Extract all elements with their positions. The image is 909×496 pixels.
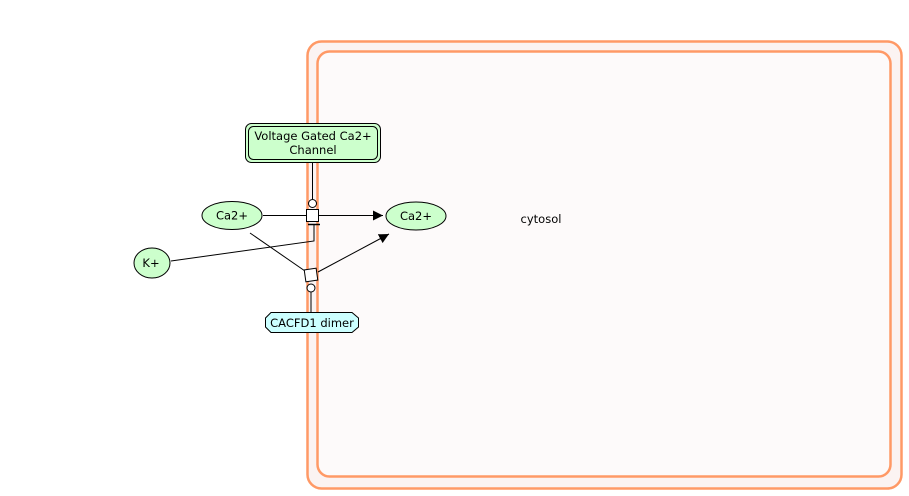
edge-k-inhibition[interactable] bbox=[170, 225, 315, 262]
edge-process-2-to-ca-right[interactable] bbox=[317, 233, 390, 273]
node-label: Ca2+ bbox=[216, 209, 248, 223]
node-ca-left[interactable]: Ca2+ bbox=[201, 201, 263, 230]
catalysis-circle-2 bbox=[306, 283, 316, 293]
node-label: Ca2+ bbox=[400, 209, 432, 223]
node-voltage-gated-ca-channel[interactable]: Voltage Gated Ca2+ Channel bbox=[245, 123, 381, 163]
catalysis-circle-1 bbox=[308, 199, 317, 208]
node-ca-right[interactable]: Ca2+ bbox=[385, 201, 447, 231]
process-node-1[interactable] bbox=[306, 209, 319, 222]
node-k[interactable]: K+ bbox=[133, 247, 171, 279]
cytosol-compartment[interactable]: cytosol bbox=[306, 40, 903, 490]
edge-ca-left-to-process-2[interactable] bbox=[249, 232, 306, 272]
node-label-line2: Channel bbox=[289, 143, 336, 157]
compartment-label: cytosol bbox=[521, 212, 562, 226]
edges bbox=[170, 163, 390, 312]
compartment-inner-border bbox=[316, 50, 892, 478]
node-label: CACFD1 dimer bbox=[270, 316, 354, 330]
process-node-2[interactable] bbox=[303, 267, 319, 283]
node-label: K+ bbox=[142, 256, 159, 270]
node-label-line1: Voltage Gated Ca2+ bbox=[254, 129, 371, 143]
node-cacfd1-dimer[interactable]: CACFD1 dimer bbox=[265, 312, 359, 333]
